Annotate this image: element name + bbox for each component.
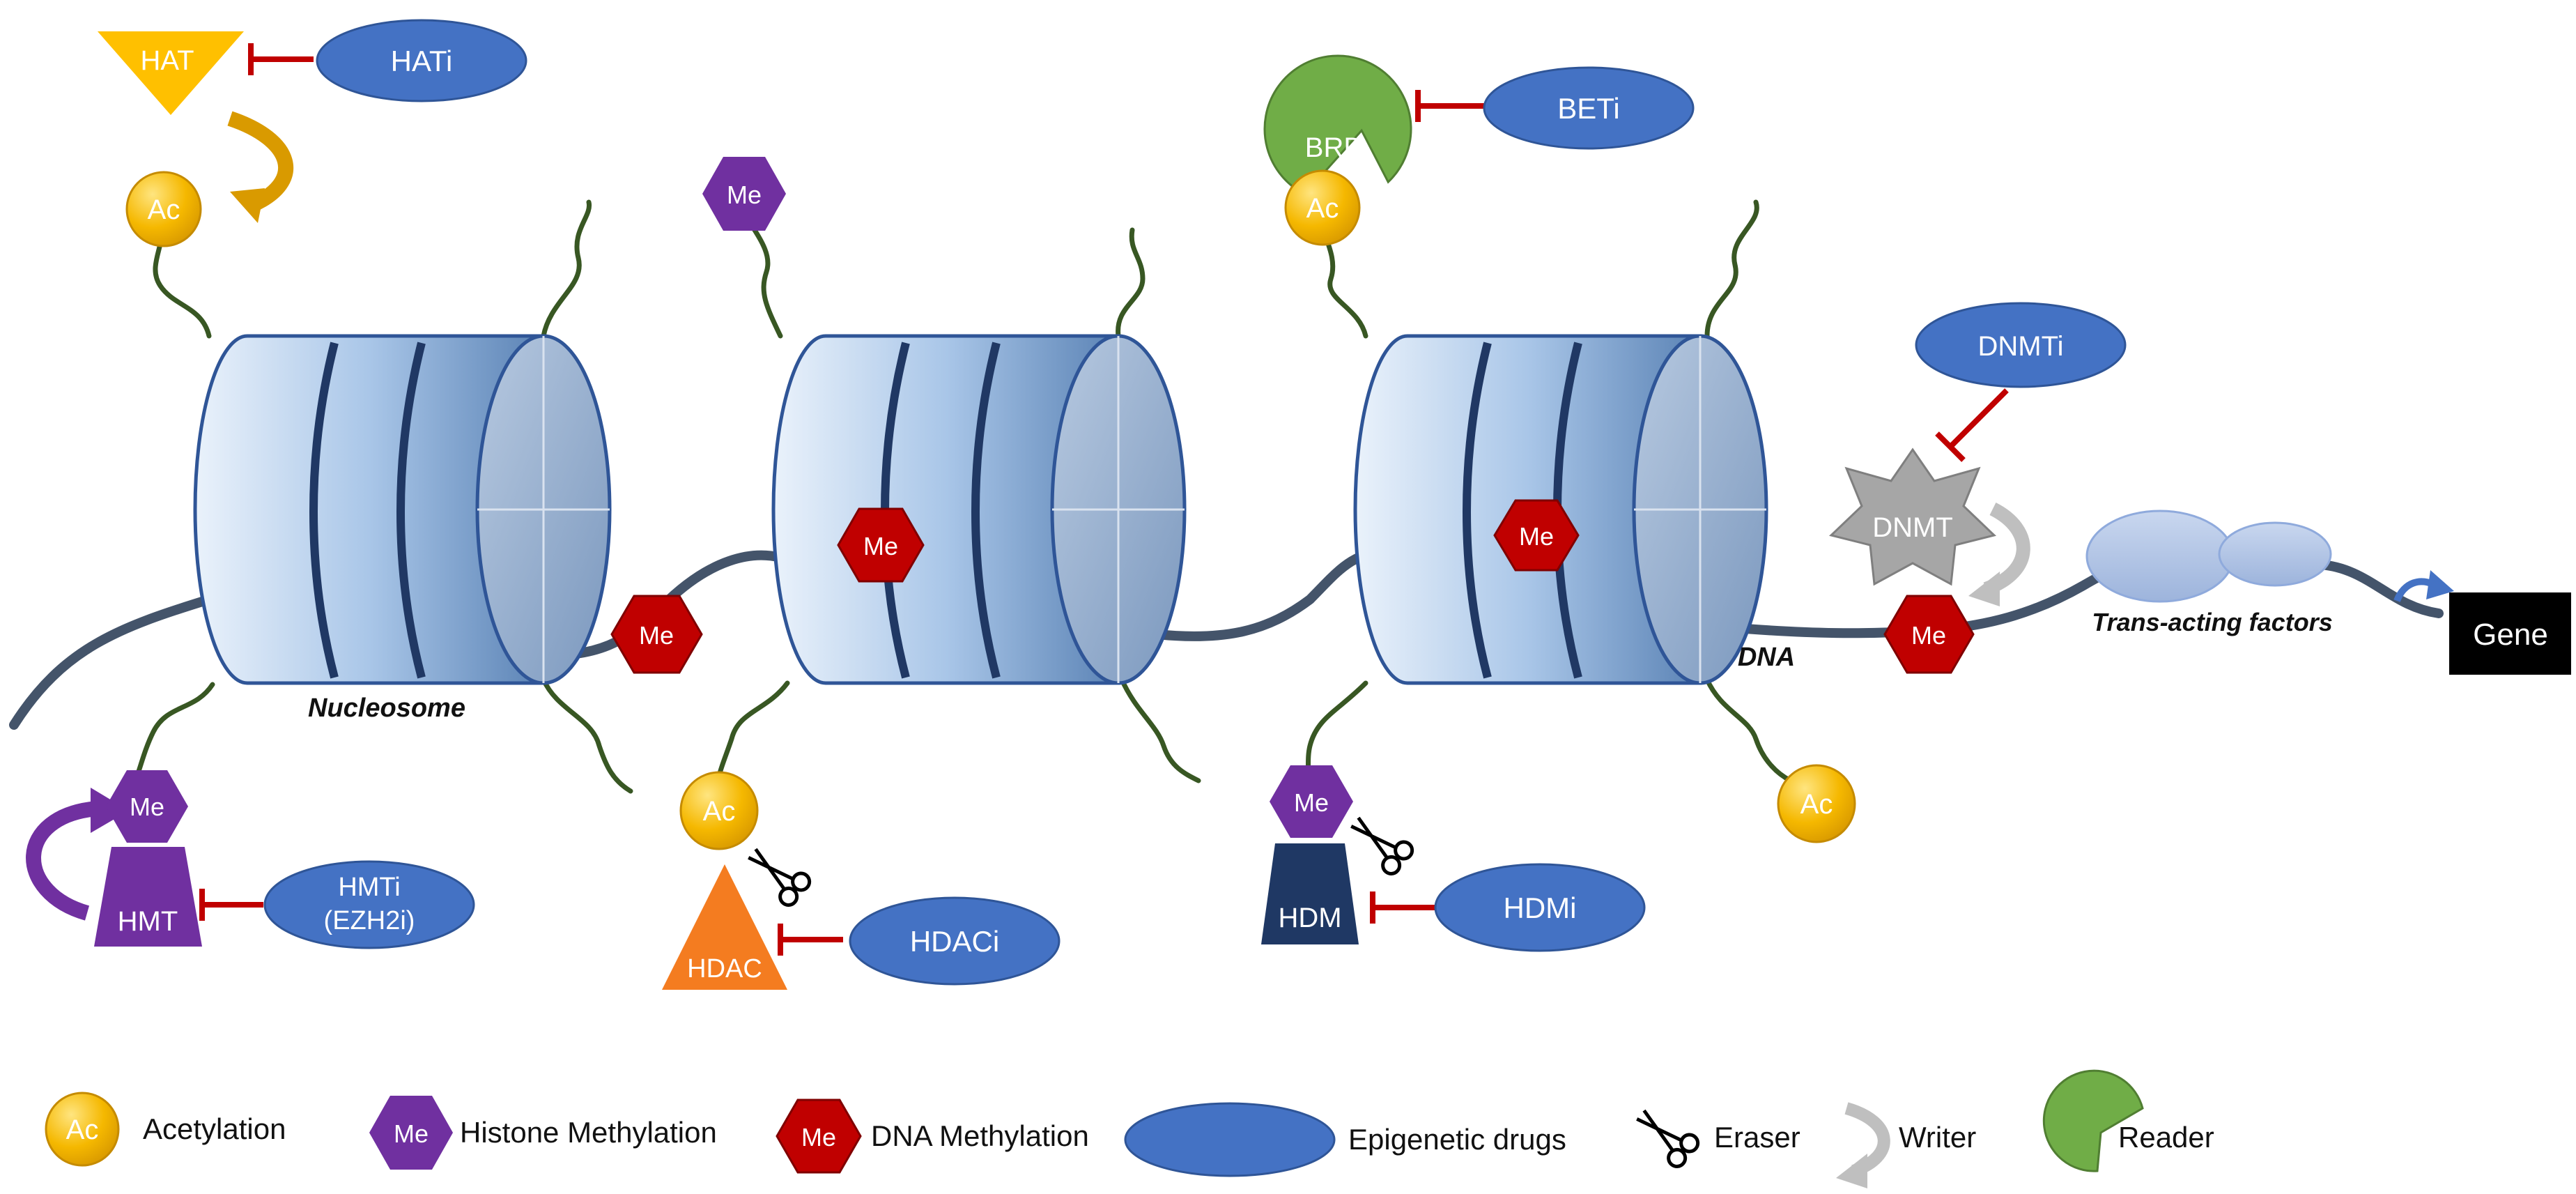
- legend-histone-me-icon-label: Me: [394, 1119, 429, 1148]
- dnmt-enzyme: [1828, 447, 1997, 586]
- histone-me-mark-3: [1270, 765, 1353, 838]
- dna-me-mark-1-label: Me: [639, 621, 674, 650]
- hat-enzyme: [98, 31, 244, 115]
- acetyl-mark-1-label: Ac: [148, 194, 180, 225]
- hdaci-drug: [849, 896, 1061, 986]
- acetyl-mark-3-label: Ac: [1306, 193, 1339, 224]
- hmti-label-line1: HMTi: [338, 873, 400, 902]
- dna-me-mark-2-label: Me: [863, 532, 898, 560]
- dna-me-mark-2: [837, 507, 925, 583]
- scissors-icon: [1350, 816, 1414, 875]
- writer-arrow-dnmt: [1983, 503, 2030, 596]
- dna-me-mark-4: [1883, 595, 1975, 674]
- nucleosome-1: [193, 334, 612, 685]
- dna-me-mark-3: [1493, 499, 1580, 572]
- histone-me-mark-1: [702, 157, 786, 231]
- hdaci-label: HDACi: [910, 925, 999, 958]
- legend-acetylation: Acetylation: [143, 1112, 286, 1145]
- legend-reader: Reader: [2118, 1121, 2214, 1154]
- brd-reader: [1263, 54, 1412, 196]
- acetyl-mark-2: [679, 771, 759, 850]
- legend-acetylation-icon: [45, 1092, 120, 1167]
- acetyl-mark-4-label: Ac: [1800, 789, 1833, 820]
- legend-reader-icon: [2042, 1069, 2144, 1172]
- acetyl-mark-4: [1777, 764, 1856, 843]
- hdac-enzyme: [662, 864, 787, 990]
- dnmti-drug: [1915, 302, 2127, 388]
- gene-label: Gene: [2473, 618, 2548, 652]
- nucleosome-2: [771, 334, 1187, 685]
- hmt-label: HMT: [118, 906, 178, 937]
- hdm-enzyme: [1261, 843, 1359, 944]
- writer-arrow-hat: [227, 111, 294, 213]
- legend-histone-me-icon: [369, 1096, 453, 1170]
- hdmi-drug: [1434, 863, 1646, 952]
- gene-arrow-head: [2426, 570, 2454, 599]
- legend-drug-icon: [1124, 1102, 1336, 1177]
- legend-writer: Writer: [1899, 1121, 1976, 1154]
- histone-me-mark-2-label: Me: [130, 793, 164, 821]
- dna-me-mark-4-label: Me: [1911, 621, 1946, 650]
- legend-dna-me-icon: [776, 1099, 862, 1174]
- hdac-label: HDAC: [687, 954, 762, 983]
- writer-arrow-hmt: [26, 801, 99, 921]
- dna-label: DNA: [1738, 643, 1795, 672]
- beti-drug: [1483, 66, 1695, 150]
- hmti-label-line2: (EZH2i): [324, 906, 415, 935]
- dnmti-label: DNMTi: [1978, 331, 2064, 362]
- hdmi-label: HDMi: [1504, 891, 1577, 924]
- legend-writer-arrowhead: [1836, 1154, 1867, 1188]
- trans-factor-1: [2085, 510, 2235, 603]
- hmti-drug: [263, 860, 475, 949]
- legend-eraser: Eraser: [1714, 1121, 1800, 1154]
- legend-histone-methylation: Histone Methylation: [460, 1116, 717, 1149]
- legend: Ac Acetylation Me Histone Methylation Me…: [45, 1069, 2214, 1188]
- legend-acetylation-icon-label: Ac: [66, 1115, 99, 1145]
- hmt-enzyme: [94, 847, 202, 947]
- nucleosome-label: Nucleosome: [308, 694, 465, 723]
- acetyl-mark-3: [1284, 169, 1361, 246]
- legend-dna-me-icon-label: Me: [801, 1123, 836, 1151]
- dna-me-mark-3-label: Me: [1519, 522, 1554, 551]
- writer-arrowhead-hat: [230, 188, 265, 223]
- hati-drug: [316, 19, 527, 102]
- dnmt-label: DNMT: [1872, 512, 1953, 543]
- histone-me-mark-1-label: Me: [727, 181, 762, 209]
- dna-me-mark-1: [610, 595, 703, 674]
- histone-me-mark-2: [106, 770, 188, 843]
- inhibit-bar-dnmti: [1935, 431, 1966, 462]
- hati-label: HATi: [391, 45, 453, 77]
- histone-me-mark-3-label: Me: [1294, 788, 1329, 817]
- beti-label: BETi: [1557, 92, 1619, 125]
- legend-scissors-icon: [1636, 1109, 1700, 1168]
- trans-acting-label: Trans-acting factors: [2092, 608, 2332, 636]
- acetyl-mark-2-label: Ac: [703, 796, 736, 827]
- legend-dna-methylation: DNA Methylation: [871, 1119, 1089, 1152]
- brd-label: BRD: [1305, 132, 1364, 163]
- inhibit-line-dnmti: [1949, 388, 2009, 448]
- gene-box: [2449, 592, 2571, 675]
- hdm-label: HDM: [1278, 903, 1341, 933]
- trans-factor-2: [2218, 521, 2332, 587]
- acetyl-mark-1: [125, 171, 202, 247]
- writer-arrowhead-dnmt: [1968, 572, 2000, 606]
- hat-label: HAT: [140, 45, 194, 76]
- scissors-icon: [748, 848, 812, 907]
- legend-epigenetic-drugs: Epigenetic drugs: [1348, 1123, 1566, 1156]
